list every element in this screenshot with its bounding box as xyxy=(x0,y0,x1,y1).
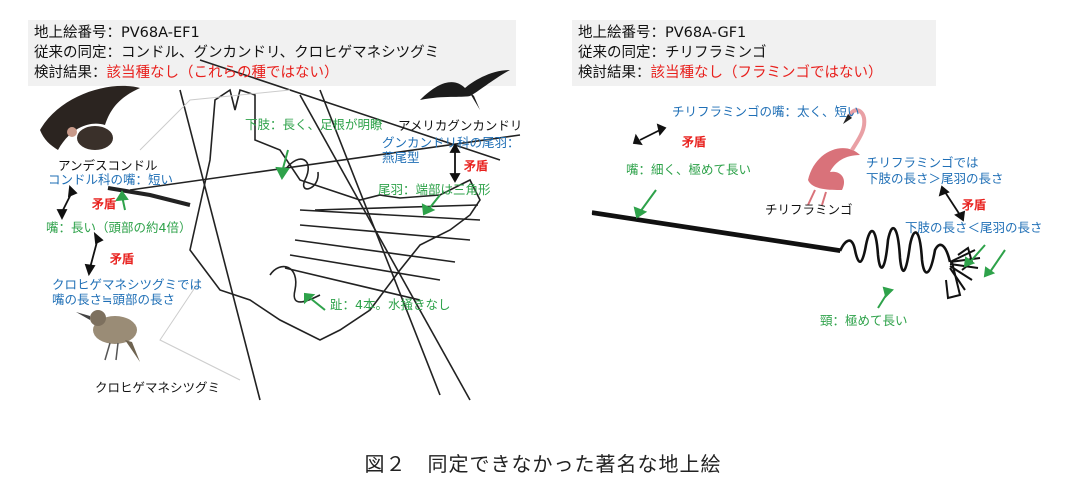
frigate-tail-note-2: 燕尾型 xyxy=(382,150,420,165)
left-geoglyph-number-value: PV68A-EF1 xyxy=(121,25,200,41)
legs-vs-tail-note: 下肢の長さ＜尾羽の長さ xyxy=(905,220,1043,235)
condor-geoglyph xyxy=(107,59,521,401)
right-beak-long-note: 嘴：細く、極めて長い xyxy=(626,162,752,177)
left-contradiction-3: 矛盾 xyxy=(464,159,489,173)
frigatebird-label: アメリカグンカンドリ xyxy=(398,118,523,133)
right-header-background xyxy=(572,20,936,86)
andes-condor-label: アンデスコンドル xyxy=(58,158,158,173)
right-result-value: 該当種なし（フラミンゴではない） xyxy=(650,65,883,81)
flamingo-legs-note-1: チリフラミンゴでは xyxy=(866,155,979,170)
right-geoglyph-number-label: 地上絵番号： xyxy=(578,25,665,41)
left-previous-id-value: コンドル、グンカンドリ、クロヒゲマネシツグミ xyxy=(121,45,440,61)
left-geoglyph-number-label: 地上絵番号： xyxy=(34,25,121,41)
flamingo-geoglyph xyxy=(591,210,981,300)
beak-long-note: 嘴：長い（頭部の約4倍） xyxy=(46,220,192,235)
right-previous-id-label: 従来の同定： xyxy=(578,45,665,61)
left-result-label: 検討結果： xyxy=(34,65,107,81)
left-previous-id-label: 従来の同定： xyxy=(34,45,121,61)
mockingbird-beak-note-1: クロヒゲマネシツグミでは xyxy=(52,277,203,292)
right-green-arrows xyxy=(633,189,1006,309)
left-green-arrows xyxy=(115,149,441,311)
flamingo-legs-note-2: 下肢の長さ＞尾羽の長さ xyxy=(866,171,1004,186)
figure-caption: 図２ 同定できなかった著名な地上絵 xyxy=(364,452,722,476)
mockingbird-beak-note-2: 嘴の長さ≒頭部の長さ xyxy=(52,292,175,307)
right-contradiction-2: 矛盾 xyxy=(962,198,987,212)
tail-triangle-note: 尾羽：端部は三角形 xyxy=(378,182,491,197)
left-result-value: 該当種なし（これらの種ではない） xyxy=(106,65,339,81)
right-geoglyph-number-value: PV68A-GF1 xyxy=(665,25,747,41)
hindlimb-note: 下肢：長く、足根が明瞭 xyxy=(245,117,383,132)
right-header-line-2: 従来の同定：チリフラミンゴ xyxy=(578,44,767,62)
flamingo-label: チリフラミンゴ xyxy=(765,202,853,217)
right-header-line-1: 地上絵番号：PV68A-GF1 xyxy=(578,24,746,42)
right-header-line-3: 検討結果：該当種なし（フラミンゴではない） xyxy=(578,64,883,82)
right-contradiction-1: 矛盾 xyxy=(682,135,707,149)
left-double-arrows xyxy=(56,143,461,277)
andes-condor-illustration xyxy=(40,85,140,150)
right-previous-id-value: チリフラミンゴ xyxy=(665,45,767,61)
left-header-line-3: 検討結果：該当種なし（これらの種ではない） xyxy=(34,64,339,82)
mockingbird-label: クロヒゲマネシツグミ xyxy=(95,380,221,395)
toes-note: 趾：4本。水掻きなし xyxy=(330,297,451,312)
left-header-line-1: 地上絵番号：PV68A-EF1 xyxy=(34,24,200,42)
mockingbird-illustration xyxy=(76,310,140,362)
neck-note: 頸：極めて長い xyxy=(820,313,908,328)
right-double-arrows xyxy=(632,123,966,222)
condor-beak-note: コンドル科の嘴：短い xyxy=(48,172,174,187)
left-contradiction-1: 矛盾 xyxy=(92,197,117,211)
left-contradiction-2: 矛盾 xyxy=(110,252,135,266)
left-header-line-2: 従来の同定：コンドル、グンカンドリ、クロヒゲマネシツグミ xyxy=(34,44,439,62)
frigatebird-illustration xyxy=(420,70,510,110)
right-result-label: 検討結果： xyxy=(578,65,651,81)
frigate-tail-note-1: グンカンドリ科の尾羽： xyxy=(382,135,520,150)
left-header-background xyxy=(28,20,516,86)
flamingo-illustration xyxy=(807,108,867,206)
flamingo-beak-note: チリフラミンゴの嘴：太く、短い xyxy=(672,104,860,119)
